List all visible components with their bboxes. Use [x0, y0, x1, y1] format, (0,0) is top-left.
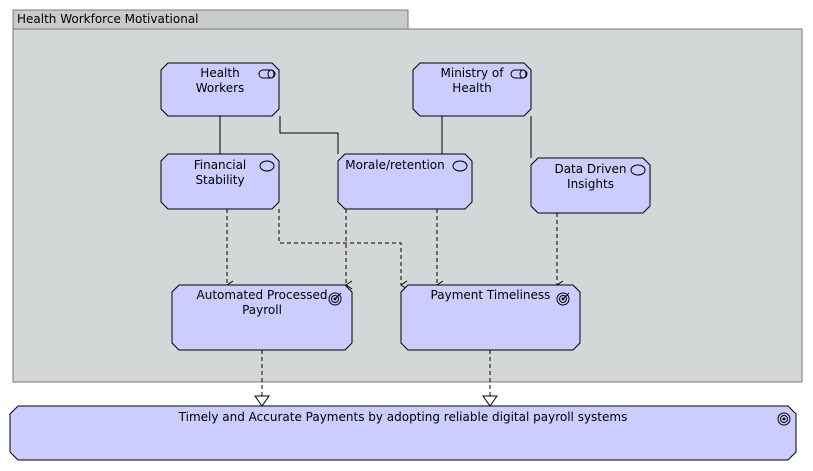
driver-icon — [630, 164, 646, 176]
node-financial-stability[interactable] — [160, 153, 280, 210]
goal-icon — [556, 292, 570, 306]
node-health-workers[interactable] — [160, 62, 280, 117]
node-ministry-of-health[interactable] — [412, 62, 532, 117]
label-data-driven-insights: Data Driven Insights — [554, 162, 627, 191]
goal-icon — [328, 292, 342, 306]
label-payment-timeliness: Payment Timeliness — [430, 288, 551, 302]
label-morale-retention: Morale/retention — [345, 158, 445, 172]
role-icon — [510, 69, 528, 79]
node-morale-retention[interactable] — [337, 153, 473, 210]
goal-icon — [777, 412, 791, 426]
node-data-driven-insights[interactable] — [530, 157, 651, 214]
group-title: Health Workforce Motivational — [17, 12, 199, 26]
node-automated-processed-payroll[interactable] — [171, 284, 353, 351]
label-ministry-of-health: Ministry of Health — [440, 66, 504, 95]
real-pt-goal-head — [482, 395, 498, 407]
role-icon — [258, 69, 276, 79]
node-payment-timeliness[interactable] — [400, 284, 581, 351]
infl-fs-pt — [278, 209, 408, 290]
connections — [219, 116, 564, 407]
node-timely-accurate-payments[interactable] — [9, 405, 797, 461]
label-timely-accurate-payments: Timely and Accurate Payments by adopting… — [178, 410, 628, 424]
label-automated-processed-payroll: Automated Processed Payroll — [196, 288, 328, 317]
driver-icon — [259, 160, 275, 172]
label-financial-stability: Financial Stability — [193, 158, 247, 187]
assoc-hw-morale — [279, 116, 339, 154]
label-health-workers: Health Workers — [195, 66, 245, 95]
real-app-goal-head — [254, 395, 270, 407]
driver-icon — [452, 160, 468, 172]
